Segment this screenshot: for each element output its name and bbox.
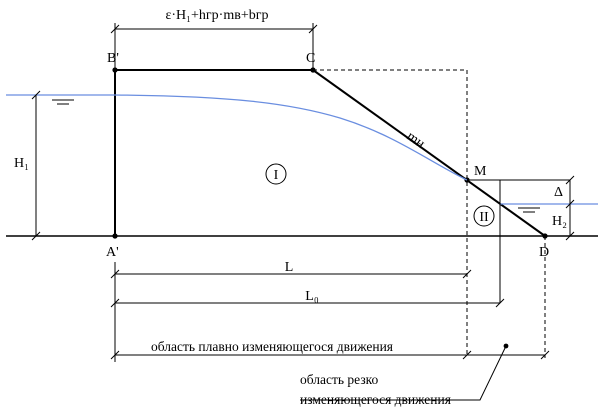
top-dim-tick-left — [110, 24, 120, 34]
downstream-slope — [312, 69, 546, 237]
top-dimension-label: ε·H₁+hгр·mв+bгр — [166, 8, 269, 23]
region-tick-left — [110, 350, 120, 360]
point-b-prime — [112, 67, 118, 73]
label-region-sharp-1: область резко — [300, 372, 379, 387]
tailwater-symbol — [518, 207, 540, 213]
label-m: M — [474, 164, 487, 179]
depression-curve — [114, 94, 468, 181]
label-delta: Δ — [554, 185, 563, 200]
point-c — [310, 67, 316, 73]
region-tick-mid — [462, 350, 472, 360]
label-c: C — [306, 51, 315, 66]
label-region-sharp-2: изменяющегося движения — [300, 392, 451, 407]
label-a-prime: A' — [106, 245, 119, 260]
delta-tick-top — [565, 175, 575, 185]
point-a-prime — [112, 233, 118, 239]
zone-2-circle — [473, 205, 495, 227]
leader-line — [300, 345, 507, 401]
label-l: L — [285, 260, 294, 275]
zone-1-circle — [265, 163, 287, 185]
top-dim-tick-right — [308, 24, 318, 34]
label-h1: H₁ — [14, 156, 29, 171]
h1-tick-bottom — [31, 231, 41, 241]
label-l0: L₀ — [305, 289, 319, 304]
label-zone-2: II — [479, 210, 489, 225]
point-d — [542, 233, 548, 239]
l0-tick-left — [110, 298, 120, 308]
region-tick-right — [540, 350, 550, 360]
label-zone-1: I — [274, 168, 279, 183]
delta-tick-bottom — [565, 231, 575, 241]
upstream-water-symbol — [52, 99, 74, 105]
label-b-prime: B' — [107, 51, 119, 66]
l-tick-right — [462, 269, 472, 279]
l0-tick-right — [495, 298, 505, 308]
label-h2: H₂ — [552, 214, 567, 229]
h1-tick-top — [31, 90, 41, 100]
label-d: D — [539, 245, 549, 260]
label-region-gradual: область плавно изменяющегося движения — [151, 339, 393, 354]
l-tick-left — [110, 269, 120, 279]
delta-tick-mid — [565, 199, 575, 209]
